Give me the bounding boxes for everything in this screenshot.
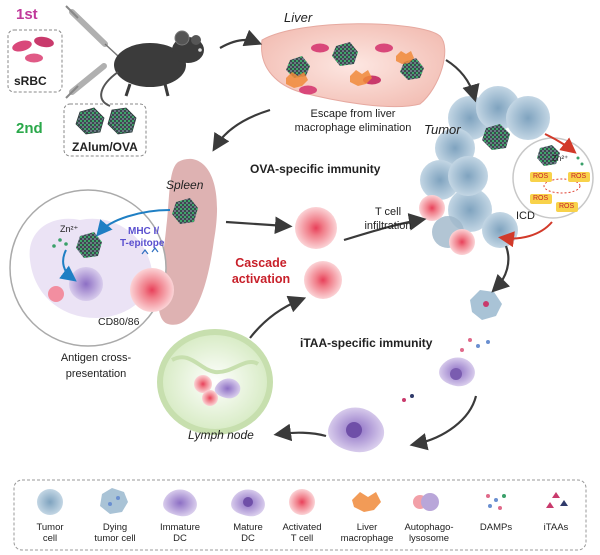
cross-presentation-label-2: presentation (65, 368, 127, 380)
ova-immunity-label: OVA-specific immunity (250, 162, 381, 176)
liver-contents (286, 42, 424, 95)
spleen-organ (158, 158, 218, 325)
escape-label-2: macrophage elimination (294, 122, 412, 134)
zalum-label: ZAlum/OVA (72, 140, 138, 154)
legend-text: DAMPs (479, 522, 513, 533)
itaa-immunity-label: iTAA-specific immunity (300, 336, 433, 350)
spleen-label: Spleen (166, 178, 204, 192)
ros-arrow-in (544, 133, 577, 154)
damps-icon (486, 494, 506, 510)
escape-label-1: Escape from liver (310, 108, 396, 120)
ros-label-2: ROS (571, 173, 587, 180)
zn-tumor-label: Zn²⁺ (552, 154, 569, 163)
legend-box (13, 479, 587, 551)
zn-arrow (59, 249, 77, 282)
activated-t-cell-icon (289, 489, 315, 515)
ros-label-4: ROS (559, 203, 575, 210)
srbc-box (7, 29, 63, 93)
first-injection-label: 1st (16, 6, 38, 23)
mature-dc-bottom (328, 394, 414, 453)
legend-text: Immature (159, 522, 201, 533)
mhc-arrow (96, 209, 171, 237)
tumor-cell-icon (37, 489, 63, 515)
icd-label: ICD (516, 210, 535, 222)
mature-dc-icon (231, 489, 265, 517)
syringe-second-icon (65, 63, 107, 99)
ros-label-1: ROS (533, 173, 549, 180)
zalum-particle-icon (75, 107, 137, 135)
legend-text: lysosome (408, 533, 450, 544)
legend-text: Autophago- (404, 522, 454, 533)
cross-presentation-label-1: Antigen cross- (60, 352, 132, 364)
lymph-node-organ (157, 329, 273, 435)
legend-icons (37, 488, 568, 517)
legend-text: cell (42, 533, 58, 544)
ros-label-3: ROS (533, 195, 549, 202)
icd-arrow (498, 221, 553, 248)
tumor-label: Tumor (424, 122, 461, 137)
liver-macrophage-icon (352, 492, 381, 512)
dying-tumor-cell-icon (100, 488, 128, 514)
legend-text: iTAAs (543, 522, 569, 533)
autophagolysosome-icon (413, 493, 439, 511)
t-cell-infiltration-label-1: T cell (374, 206, 402, 218)
legend-text: Liver (356, 522, 378, 533)
syringe-first-icon (65, 5, 119, 57)
second-injection-label: 2nd (16, 120, 43, 137)
legend-text: Tumor (36, 522, 64, 533)
lymph-node-label: Lymph node (188, 428, 254, 442)
t-cell-infiltration-label-2: infiltration (364, 220, 412, 232)
immature-dc-icon (163, 489, 197, 517)
legend-text: macrophage (340, 533, 394, 544)
zn-spleen-label: Zn²⁺ (60, 224, 79, 234)
dying-tumor-debris (439, 290, 502, 387)
legend-text: Dying (102, 522, 128, 533)
legend-text: DC (241, 533, 255, 544)
legend-text: DC (173, 533, 187, 544)
mouse-icon (100, 30, 204, 107)
legend-item-damps: DAMPs (470, 522, 522, 533)
legend-item-itaas: iTAAs (532, 522, 580, 533)
antigen-presentation-circle (9, 189, 174, 347)
circulating-t-cells (295, 207, 342, 299)
flow-arrows (212, 29, 510, 451)
legend-text: T cell (290, 533, 314, 544)
cd80-label: CD80/86 (98, 316, 140, 328)
spleen-particle-icon (172, 198, 198, 224)
srbc-label: sRBC (14, 74, 47, 88)
cascade-label-2: activation (231, 272, 291, 286)
legend-text: Mature (233, 522, 263, 533)
tumor-mass (420, 86, 550, 248)
mhc-label-1: MHC I/ (128, 226, 160, 237)
srbc-icon (12, 36, 54, 63)
legend-text: Activated (282, 522, 322, 533)
legend-item-autophagolysosome: Autophago-lysosome (398, 522, 460, 544)
legend-text: tumor cell (94, 533, 136, 544)
liver-label: Liver (284, 10, 313, 25)
itaas-icon (546, 492, 568, 508)
ros-zoom-circle (512, 137, 594, 219)
mhc-label-2: T-epitope (120, 238, 165, 249)
cascade-label-1: Cascade (235, 256, 287, 270)
